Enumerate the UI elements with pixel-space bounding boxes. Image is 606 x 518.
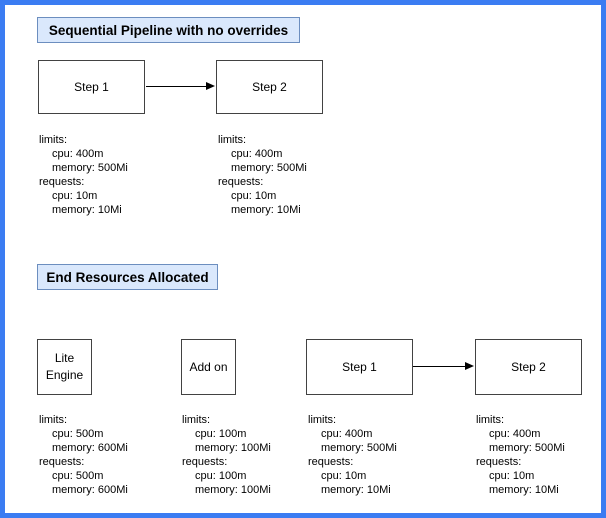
node-label: Step 2	[511, 359, 546, 374]
resource-line: limits:	[308, 414, 337, 426]
node-label: Step 1	[342, 359, 377, 374]
arrowhead-icon	[206, 82, 215, 90]
resource-line: cpu: 10m	[52, 190, 98, 202]
node-box-step1-bottom: Step 1	[306, 339, 413, 395]
resource-line: memory: 600Mi	[52, 484, 128, 496]
node-box-add-on: Add on	[181, 339, 236, 395]
resource-line: cpu: 100m	[195, 470, 247, 482]
resource-line: memory: 10Mi	[52, 204, 122, 216]
resource-block-add-on: limits: cpu: 100m memory: 100Mi requests…	[182, 413, 271, 497]
resource-line: requests:	[182, 456, 228, 468]
resource-line: cpu: 400m	[231, 148, 283, 160]
resource-line: cpu: 10m	[489, 470, 535, 482]
resource-line: memory: 500Mi	[489, 442, 565, 454]
resource-block-step2-bottom: limits: cpu: 400m memory: 500Mi requests…	[476, 413, 565, 497]
resource-line: limits:	[218, 134, 247, 146]
resource-line: cpu: 10m	[321, 470, 367, 482]
node-box-step1: Step 1	[38, 60, 145, 114]
node-label: Step 1	[74, 79, 109, 94]
resource-line: memory: 500Mi	[231, 162, 307, 174]
node-label: Lite Engine	[45, 351, 84, 382]
resource-line: cpu: 400m	[489, 428, 541, 440]
resource-line: memory: 10Mi	[489, 484, 559, 496]
section-title-text: End Resources Allocated	[46, 269, 209, 285]
resource-line: limits:	[39, 414, 68, 426]
arrowhead-icon	[465, 362, 474, 370]
resource-block-lite-engine: limits: cpu: 500m memory: 600Mi requests…	[39, 413, 128, 497]
resource-line: cpu: 400m	[321, 428, 373, 440]
section-title-end-resources: End Resources Allocated	[37, 264, 218, 290]
resource-line: cpu: 500m	[52, 428, 104, 440]
resource-block-step2: limits: cpu: 400m memory: 500Mi requests…	[218, 133, 307, 217]
node-label: Step 2	[252, 79, 287, 94]
resource-line: requests:	[39, 176, 85, 188]
resource-line: memory: 10Mi	[321, 484, 391, 496]
resource-line: memory: 100Mi	[195, 484, 271, 496]
resource-line: cpu: 500m	[52, 470, 104, 482]
resource-line: limits:	[182, 414, 211, 426]
resource-line: limits:	[39, 134, 68, 146]
resource-line: limits:	[476, 414, 505, 426]
resource-line: requests:	[308, 456, 354, 468]
resource-line: cpu: 400m	[52, 148, 104, 160]
node-box-step2: Step 2	[216, 60, 323, 114]
resource-block-step1-bottom: limits: cpu: 400m memory: 500Mi requests…	[308, 413, 397, 497]
resource-block-step1: limits: cpu: 400m memory: 500Mi requests…	[39, 133, 128, 217]
section-title-text: Sequential Pipeline with no overrides	[48, 22, 289, 38]
resource-line: requests:	[218, 176, 264, 188]
resource-line: requests:	[476, 456, 522, 468]
arrow-step1-to-step2-bottom	[413, 366, 466, 367]
resource-line: cpu: 10m	[231, 190, 277, 202]
node-label: Add on	[189, 359, 228, 374]
resource-line: memory: 500Mi	[321, 442, 397, 454]
resource-line: memory: 600Mi	[52, 442, 128, 454]
node-box-step2-bottom: Step 2	[475, 339, 582, 395]
resource-line: requests:	[39, 456, 85, 468]
resource-line: memory: 10Mi	[231, 204, 301, 216]
node-box-lite-engine: Lite Engine	[37, 339, 92, 395]
resource-line: cpu: 100m	[195, 428, 247, 440]
resource-line: memory: 100Mi	[195, 442, 271, 454]
resource-line: memory: 500Mi	[52, 162, 128, 174]
section-title-sequential-pipeline: Sequential Pipeline with no overrides	[37, 17, 300, 43]
arrow-step1-to-step2	[146, 86, 207, 87]
